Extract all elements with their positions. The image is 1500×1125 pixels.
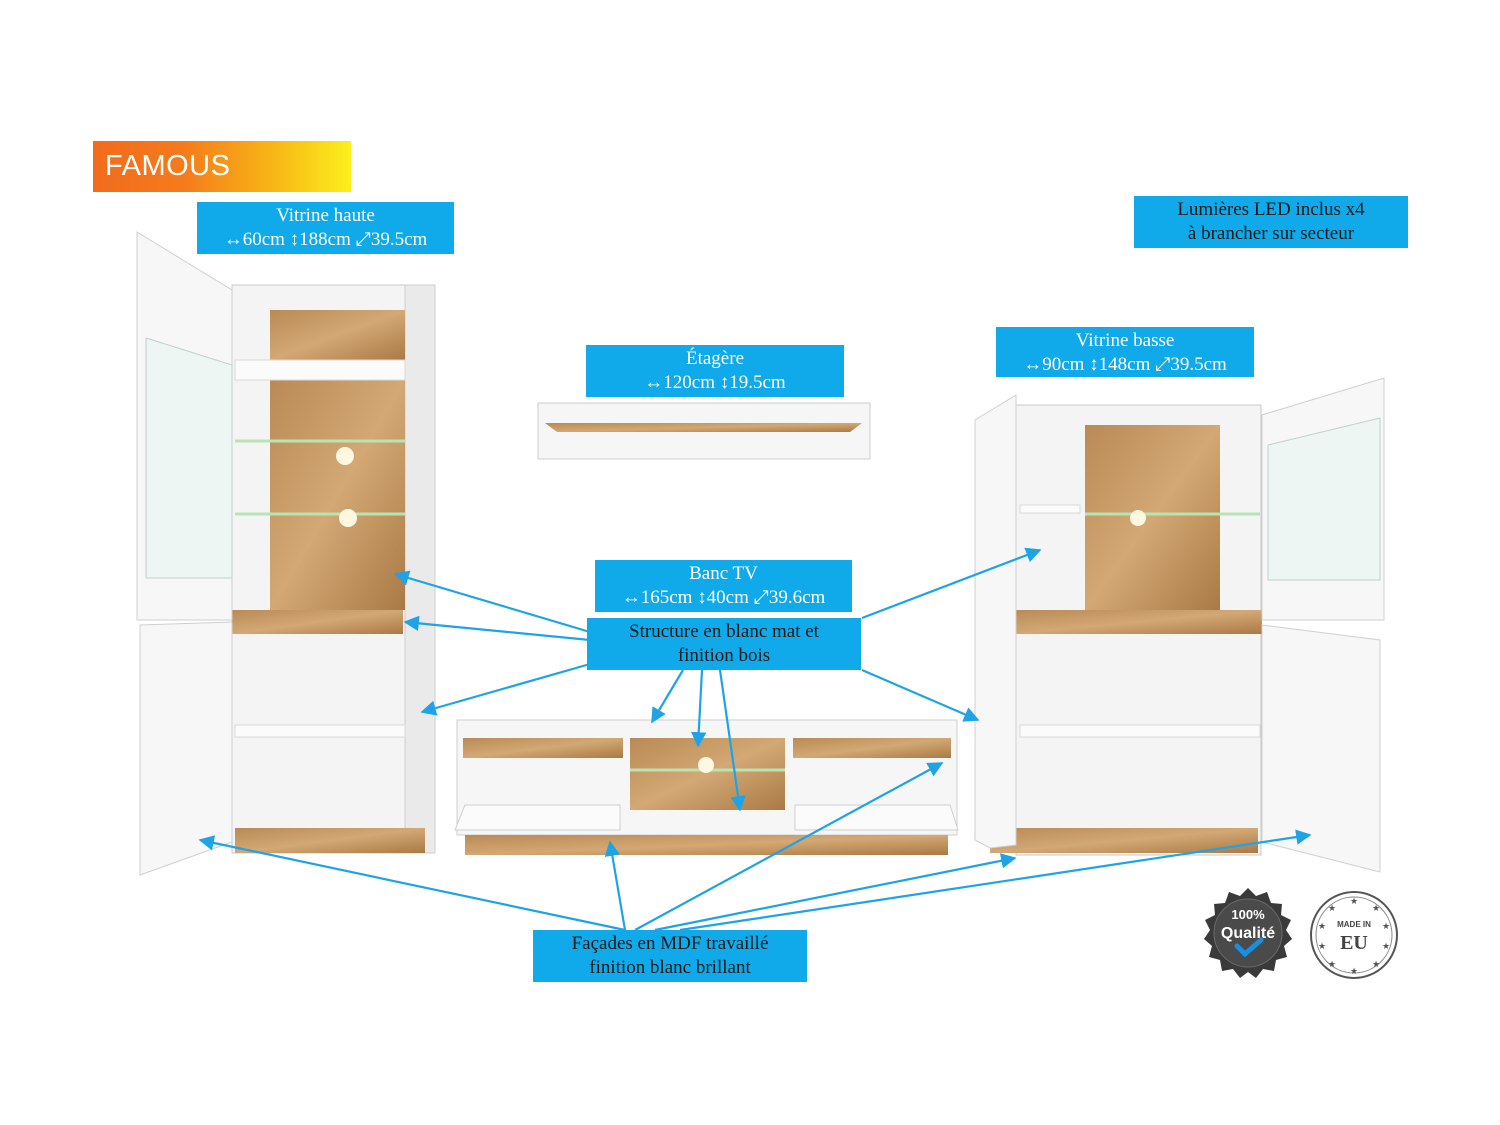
banc-tv-dims: ↔165cm ↕40cm ⤢39.6cm [621, 587, 826, 608]
structure-line1: Structure en blanc mat et [629, 621, 819, 642]
vitrine-haute-illustration [136, 231, 436, 876]
svg-text:★: ★ [1382, 922, 1390, 932]
structure-line2: finition bois [677, 645, 771, 666]
svg-text:★: ★ [1382, 942, 1390, 952]
banc-tv-illustration [454, 719, 959, 855]
vitrine-haute-dims: ↔60cm ↕188cm ⤢39.5cm [223, 229, 428, 250]
made-in-eu-badge-icon: ★ ★ ★ ★ ★ ★ ★ ★ ★ ★ MADE IN EU [1310, 891, 1398, 979]
vitrine-basse-illustration [974, 377, 1385, 873]
svg-text:★: ★ [1372, 960, 1380, 970]
label-vitrine-basse: Vitrine basse ↔90cm ↕148cm ⤢39.5cm [996, 327, 1254, 377]
quality-top: 100% [1231, 907, 1265, 922]
made-in-top: MADE IN [1337, 920, 1371, 929]
vitrine-basse-title: Vitrine basse [1075, 330, 1175, 351]
led-line1: Lumières LED inclus x4 [1177, 199, 1365, 220]
etagere-illustration [537, 402, 871, 460]
etagere-dims: ↔120cm ↕19.5cm [644, 372, 786, 393]
svg-text:★: ★ [1318, 922, 1326, 932]
quality-bottom: Qualité [1221, 925, 1275, 942]
label-led: Lumières LED inclus x4 à brancher sur se… [1134, 196, 1408, 248]
svg-text:★: ★ [1372, 904, 1380, 914]
banc-tv-title: Banc TV [689, 563, 758, 584]
svg-text:★: ★ [1350, 897, 1358, 907]
vitrine-haute-title: Vitrine haute [276, 205, 375, 226]
led-line2: à brancher sur secteur [1187, 223, 1355, 244]
facades-line2: finition blanc brillant [589, 957, 751, 978]
label-facades: Façades en MDF travaillé finition blanc … [533, 930, 807, 982]
svg-text:★: ★ [1318, 942, 1326, 952]
brand-name: FAMOUS [105, 150, 231, 182]
vitrine-basse-dims: ↔90cm ↕148cm ⤢39.5cm [1023, 354, 1227, 375]
facades-line1: Façades en MDF travaillé [571, 933, 769, 954]
annotation-arrows [198, 547, 1312, 932]
label-structure: Structure en blanc mat et finition bois [587, 618, 861, 670]
label-banc-tv: Banc TV ↔165cm ↕40cm ⤢39.6cm [595, 560, 852, 612]
quality-badge-icon: 100% Qualité [1204, 888, 1292, 978]
svg-text:★: ★ [1350, 967, 1358, 977]
svg-text:★: ★ [1328, 904, 1336, 914]
made-in-bottom: EU [1340, 932, 1368, 954]
label-etagere: Étagère ↔120cm ↕19.5cm [586, 345, 844, 397]
brand-banner: FAMOUS [93, 141, 351, 192]
label-vitrine-haute: Vitrine haute ↔60cm ↕188cm ⤢39.5cm [197, 202, 454, 254]
etagere-title: Étagère [685, 348, 744, 369]
svg-text:★: ★ [1328, 960, 1336, 970]
